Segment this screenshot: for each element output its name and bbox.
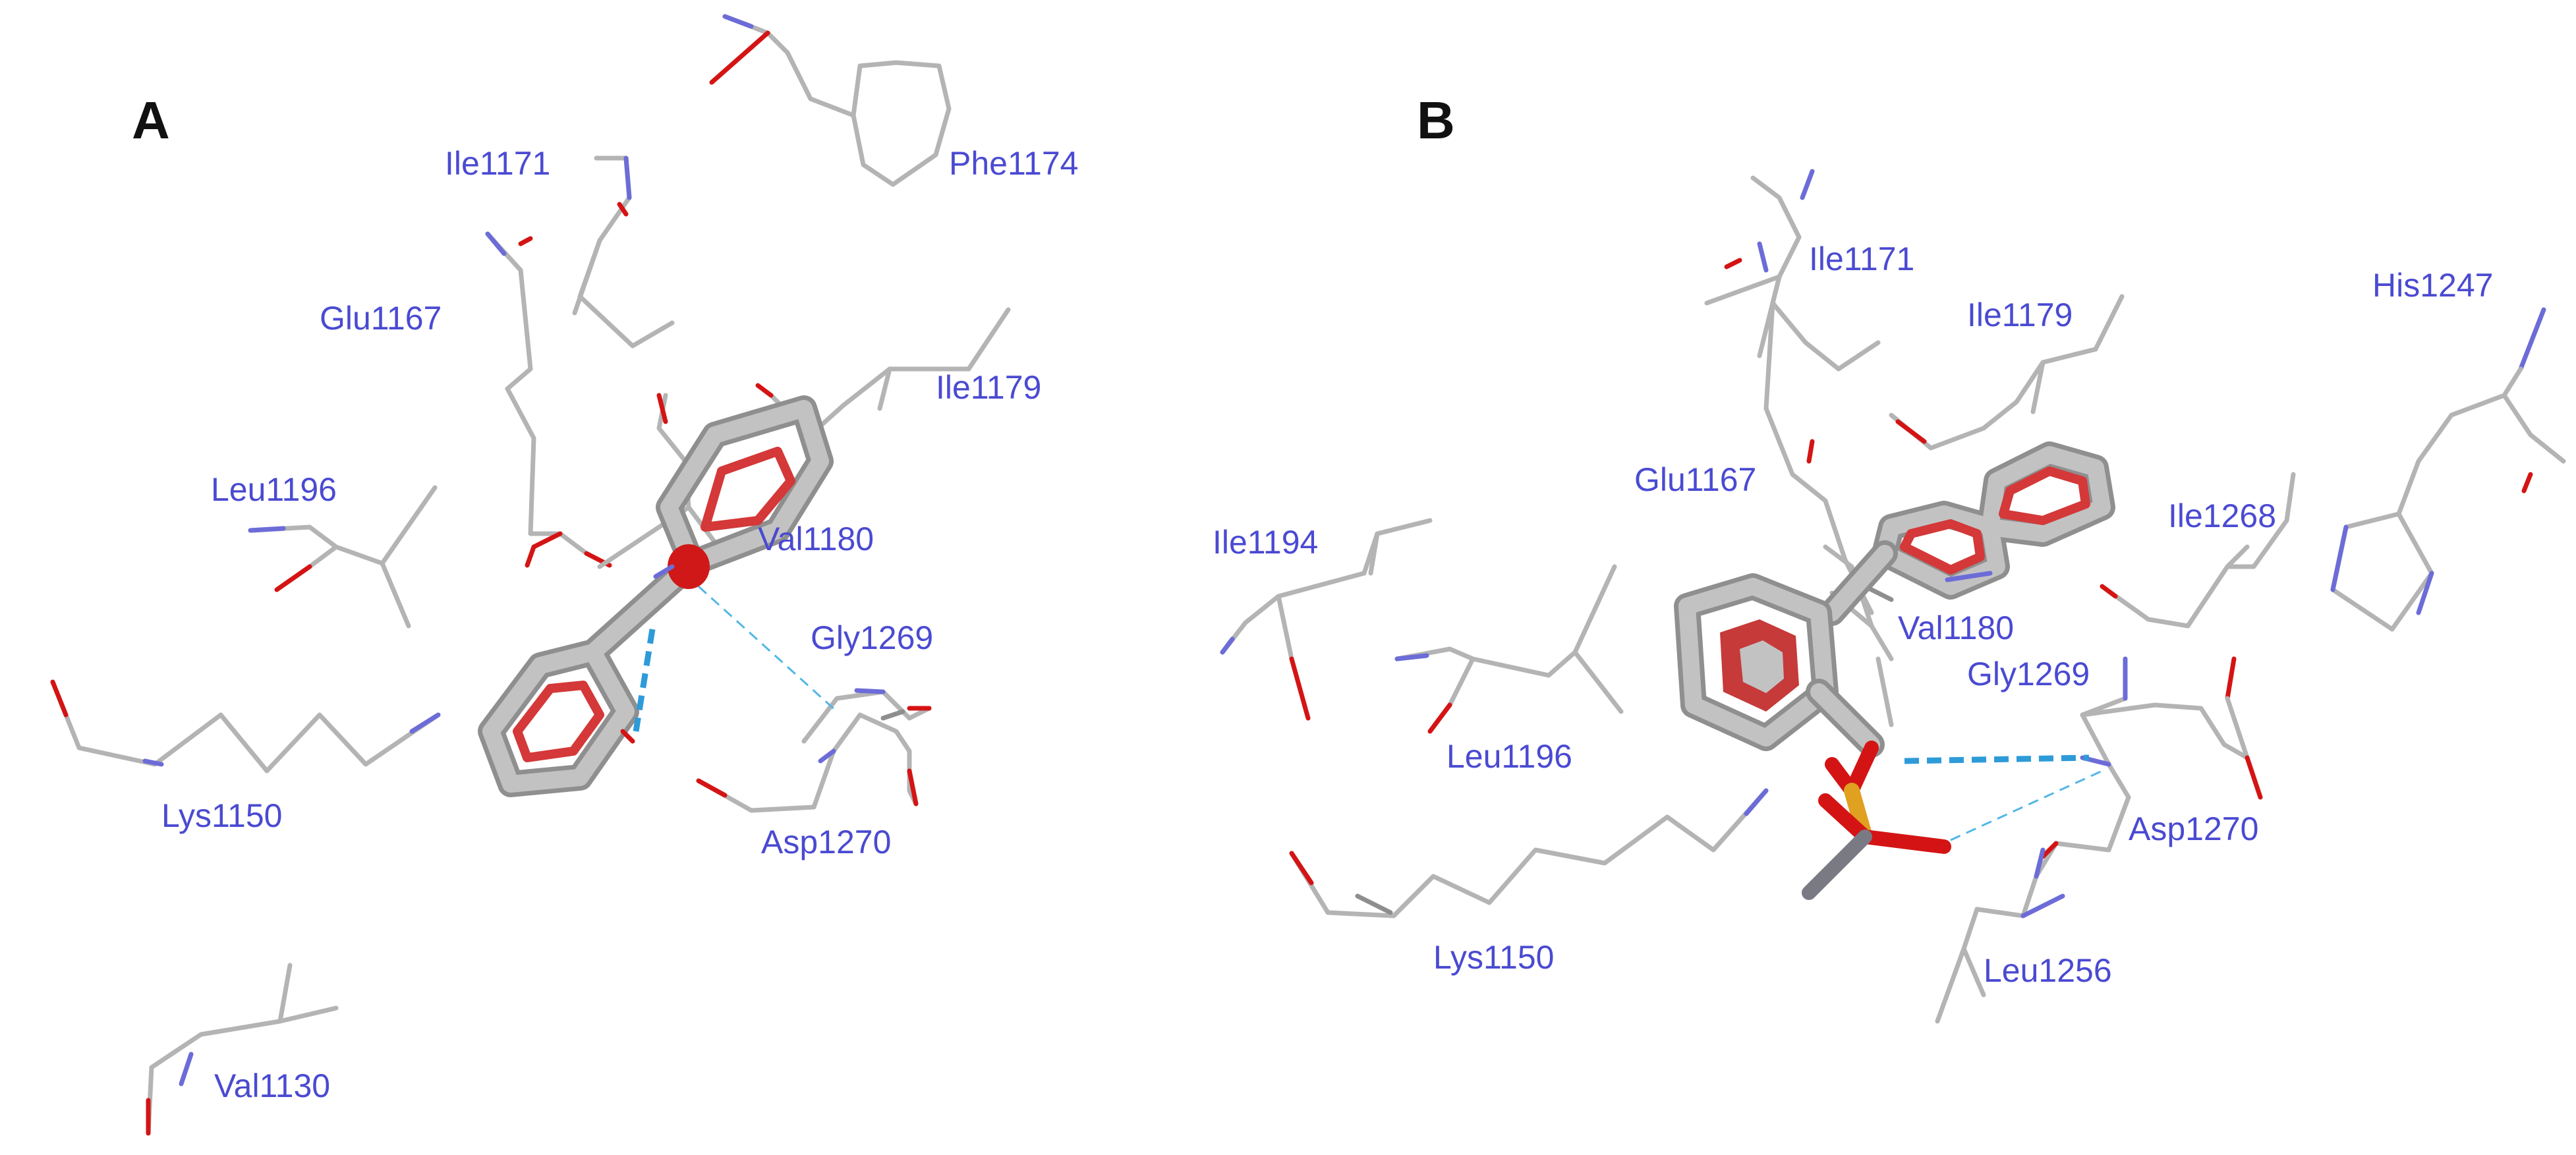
panel-a-letter: A bbox=[132, 91, 170, 150]
residue-glu1167-sticks bbox=[485, 231, 612, 568]
residue-ile1268-b-sticks bbox=[2100, 472, 2296, 629]
ligand-a bbox=[478, 395, 834, 797]
residue-ile1194-b-sticks bbox=[1220, 518, 1433, 721]
label-glu1167-a: Glu1167 bbox=[320, 300, 442, 337]
label-lys1150-b: Lys1150 bbox=[1433, 939, 1554, 976]
label-glu1167-b: Glu1167 bbox=[1634, 461, 1756, 498]
label-ile1171-a: Ile1171 bbox=[445, 145, 550, 182]
label-ile1194-b: Ile1194 bbox=[1213, 524, 1318, 561]
hbond-b-weak bbox=[1950, 770, 2103, 841]
residue-glu1167-b-sticks bbox=[1763, 300, 1874, 615]
residue-leu1196-b-sticks bbox=[1394, 564, 1624, 734]
label-ile1179-b: Ile1179 bbox=[1967, 296, 2073, 333]
ligand-b bbox=[1674, 441, 2115, 900]
label-ile1268-b: Ile1268 bbox=[2168, 497, 2276, 534]
residue-leu1196-sticks bbox=[248, 485, 438, 629]
label-lys1150-a: Lys1150 bbox=[161, 797, 282, 834]
label-ile1171-b: Ile1171 bbox=[1809, 240, 1914, 277]
residue-lys1150-b-sticks bbox=[1289, 788, 1769, 918]
residue-ile1171-b-sticks bbox=[1704, 169, 1881, 372]
label-val1180-b: Val1180 bbox=[1898, 609, 2014, 646]
panel-b: B bbox=[1213, 91, 2566, 1024]
residue-his1247-sticks bbox=[2330, 307, 2566, 632]
residue-gly1269-b-sticks bbox=[2080, 656, 2263, 800]
residue-ile1171-sticks bbox=[572, 155, 675, 349]
hbond-b-strong bbox=[1904, 754, 2090, 764]
label-val1130-a: Val1130 bbox=[214, 1067, 330, 1104]
residue-asp1270-b-sticks bbox=[2034, 755, 2131, 879]
residue-phe1174-sticks bbox=[709, 14, 952, 187]
label-ile1179-a: Ile1179 bbox=[936, 369, 1041, 406]
panel-b-letter: B bbox=[1417, 91, 1455, 150]
label-val1180-a: Val1180 bbox=[758, 521, 874, 557]
residue-ile1179-b-sticks bbox=[1889, 294, 2125, 451]
residue-leu1256-b-sticks bbox=[1935, 847, 2065, 1024]
label-phe1174-a: Phe1174 bbox=[949, 145, 1078, 182]
label-leu1196-a: Leu1196 bbox=[211, 471, 337, 508]
hbond-a-weak bbox=[697, 585, 838, 713]
label-gly1269-a: Gly1269 bbox=[811, 619, 933, 656]
residue-gly1269-sticks bbox=[801, 688, 932, 744]
label-leu1196-b: Leu1196 bbox=[1446, 738, 1572, 775]
panel-a: A bbox=[50, 14, 1078, 1136]
label-his1247-b: His1247 bbox=[2372, 267, 2493, 304]
label-gly1269-b: Gly1269 bbox=[1967, 656, 2090, 692]
label-leu1256-b: Leu1256 bbox=[1984, 952, 2112, 989]
residue-asp1270-sticks bbox=[696, 712, 919, 813]
hbond-a-strong bbox=[633, 629, 656, 732]
label-asp1270-a: Asp1270 bbox=[761, 824, 891, 860]
label-asp1270-b: Asp1270 bbox=[2129, 810, 2258, 847]
residue-val1130-sticks bbox=[146, 963, 339, 1136]
residue-lys1150-sticks bbox=[50, 679, 441, 774]
